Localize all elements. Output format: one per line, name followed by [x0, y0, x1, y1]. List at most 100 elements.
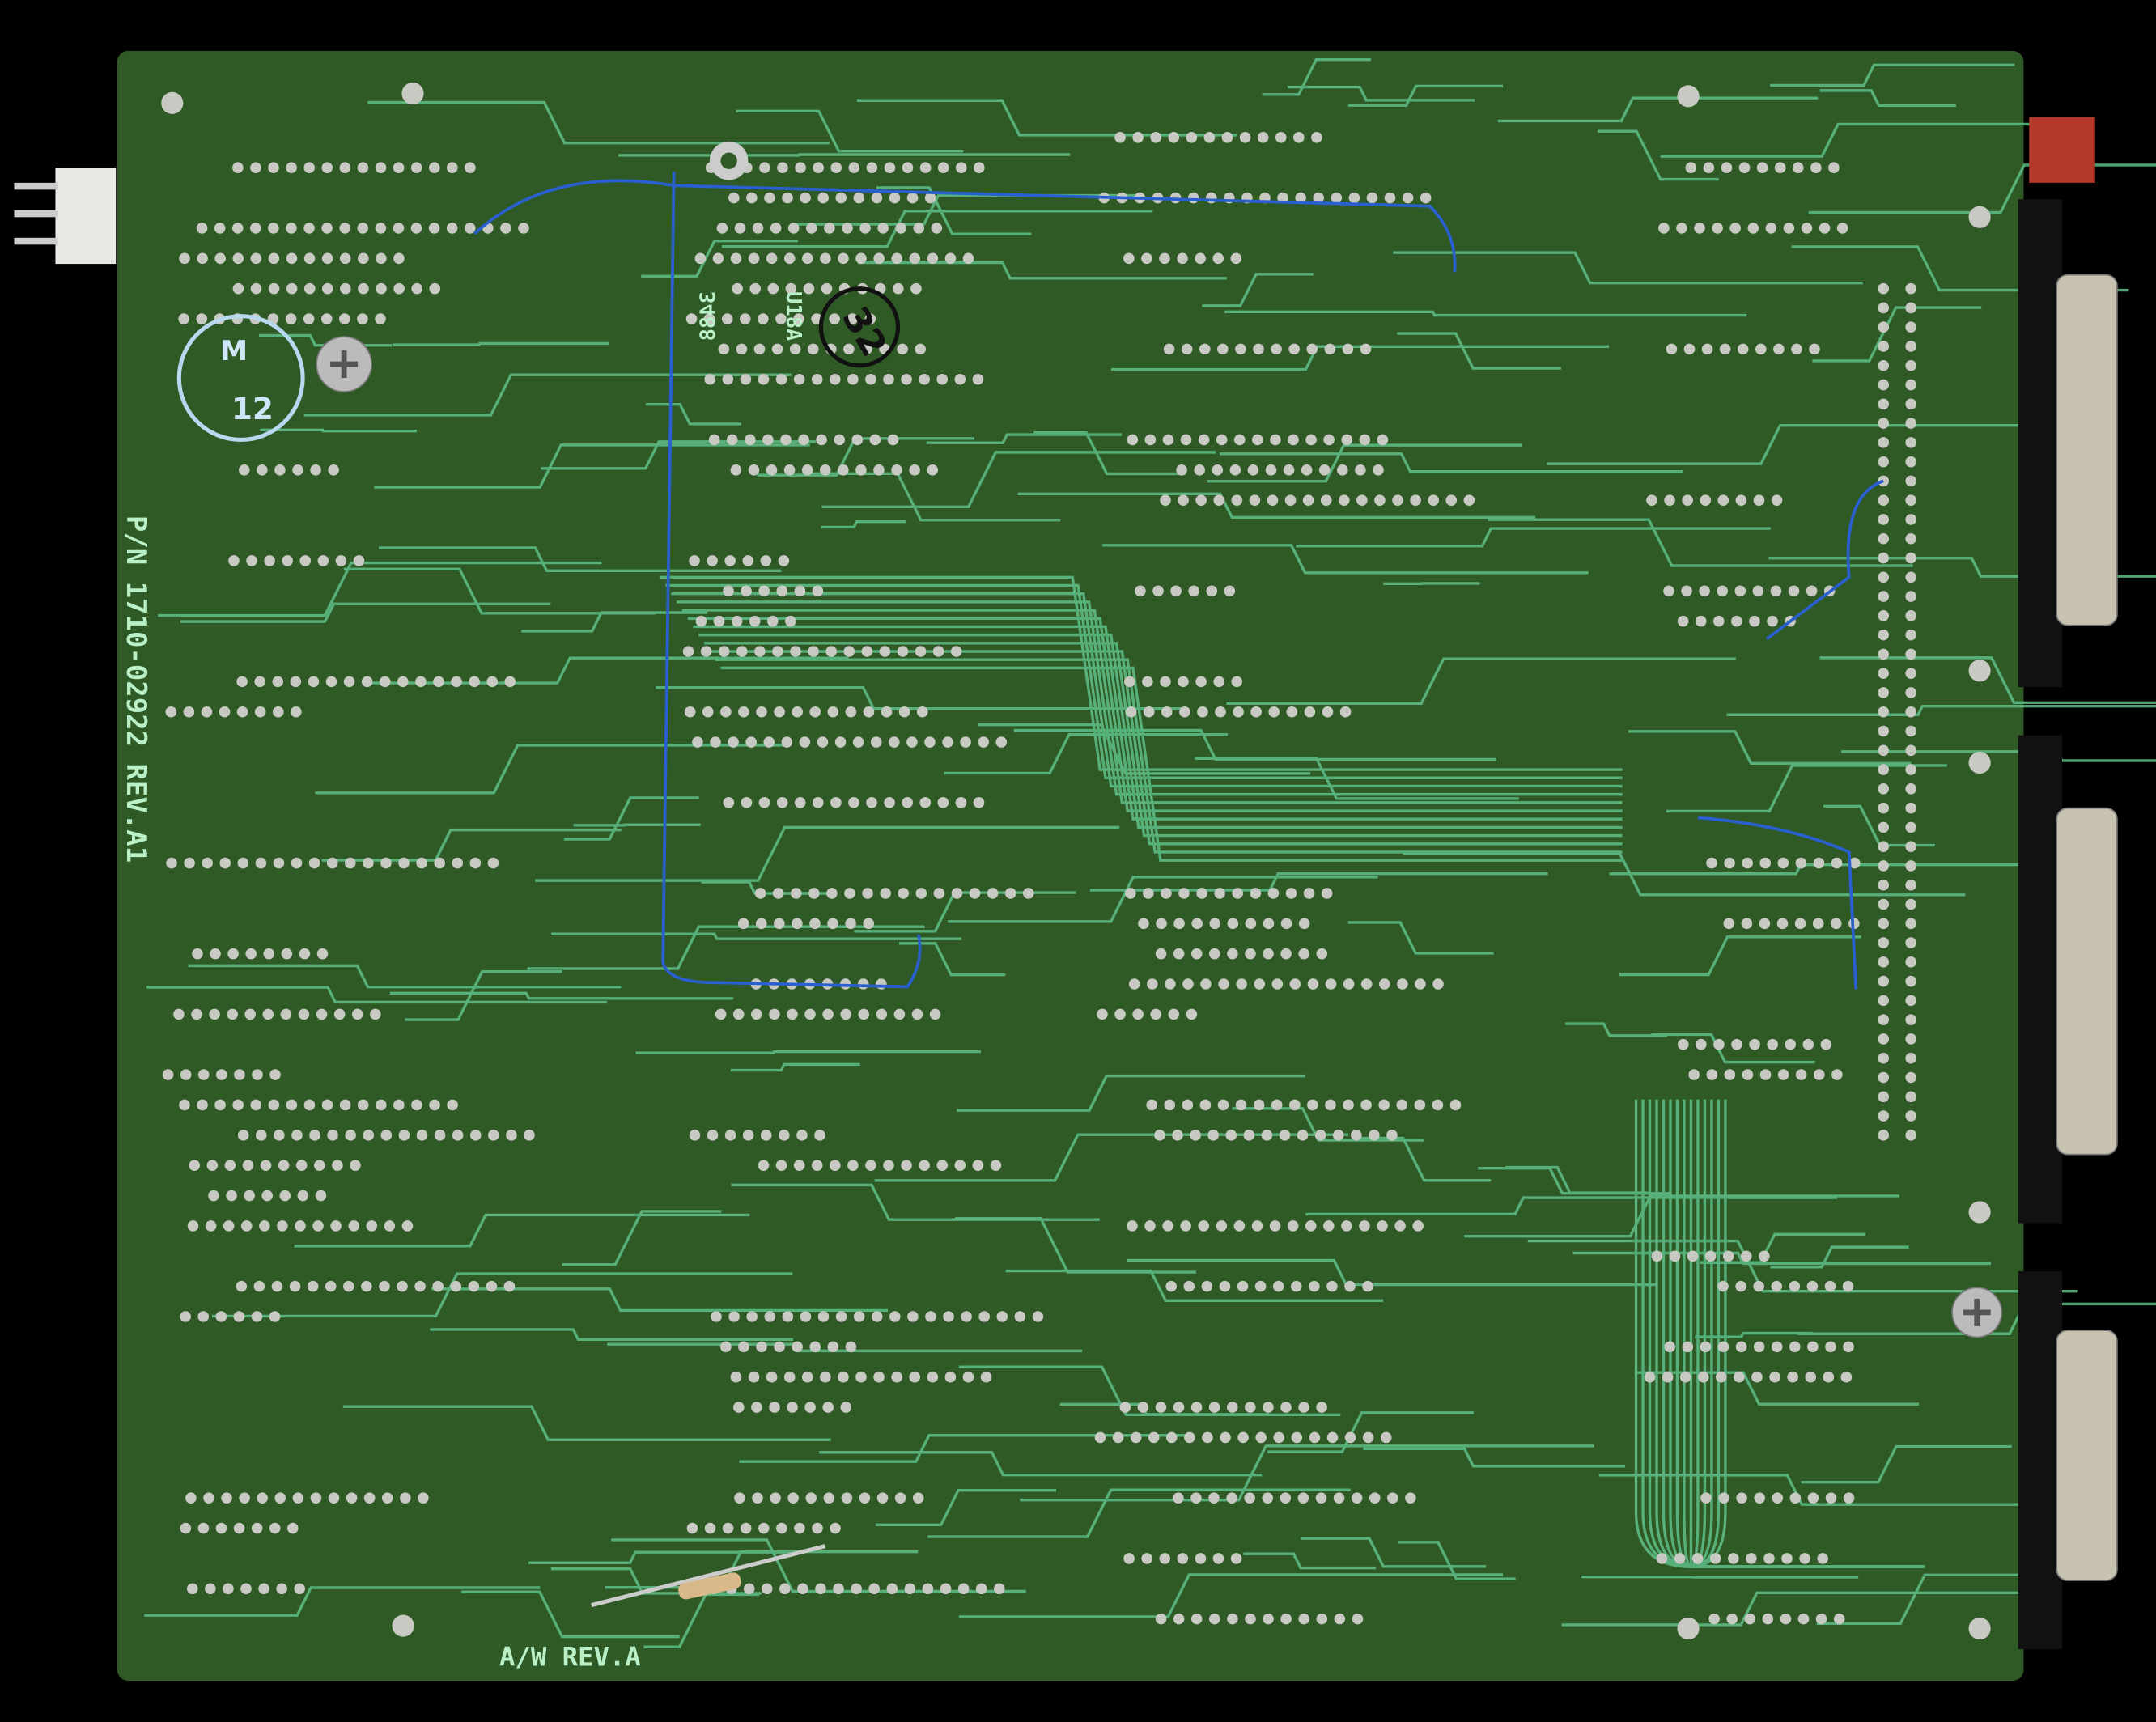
solder-pad [1209, 1613, 1220, 1625]
solder-pad [902, 162, 914, 173]
solder-pad [783, 1371, 796, 1383]
solder-pad [754, 646, 766, 657]
solder-pad [343, 676, 355, 688]
solder-pad [1342, 343, 1354, 355]
solder-pad [780, 434, 792, 446]
solder-pad [1765, 223, 1777, 234]
solder-pad [246, 555, 257, 566]
solder-pad [1905, 744, 1916, 757]
solder-pad [1338, 494, 1350, 506]
solder-pad [1270, 434, 1281, 446]
trace [948, 876, 1378, 923]
solder-pad [1263, 948, 1274, 960]
solder-pad [1332, 1130, 1344, 1141]
solder-pad [770, 1492, 781, 1504]
solder-pad [1905, 975, 1916, 987]
solder-pad [468, 1280, 480, 1292]
solder-pad [303, 162, 315, 173]
solder-pad [1396, 1099, 1408, 1111]
trace [677, 600, 1623, 796]
solder-pad [845, 918, 856, 930]
solder-pad [844, 888, 855, 899]
solder-pad [380, 857, 392, 869]
solder-pad [363, 1492, 376, 1504]
solder-pad [712, 252, 724, 265]
solder-pad [1905, 629, 1916, 641]
solder-pad [827, 918, 838, 930]
solder-pad [937, 797, 949, 808]
solder-pad [1247, 464, 1259, 476]
solder-pad [1776, 918, 1789, 930]
solder-pad [1231, 676, 1243, 688]
solder-pad [1428, 494, 1439, 506]
solder-pad [1250, 706, 1262, 718]
solder-pad [469, 857, 482, 869]
solder-pad [1787, 1371, 1798, 1383]
solder-pad [1695, 615, 1707, 627]
solder-pad [307, 1280, 319, 1292]
solder-pad [1378, 1099, 1390, 1111]
solder-pad [197, 1069, 210, 1080]
solder-pad [866, 162, 878, 173]
solder-pad [179, 1099, 190, 1111]
solder-pad [1905, 552, 1916, 564]
solder-pad [1307, 978, 1319, 990]
solder-pad [858, 1008, 870, 1020]
solder-pad [1691, 1553, 1704, 1564]
solder-pad [236, 676, 248, 688]
solder-pad [1324, 343, 1336, 355]
solder-pad [990, 1160, 1002, 1171]
solder-pad [766, 1371, 778, 1383]
component-ref-label: U18A [781, 291, 805, 341]
solder-pad [310, 464, 321, 476]
trace [681, 609, 1623, 804]
solder-pad [1226, 1492, 1237, 1504]
solder-pad [741, 797, 753, 808]
solder-pad [1233, 706, 1244, 718]
solder-pad [940, 1583, 952, 1595]
solder-pad [504, 676, 516, 688]
solder-pad [736, 646, 748, 657]
solder-pad [1744, 1613, 1756, 1625]
solder-pad [847, 373, 859, 385]
solder-pad [418, 1492, 429, 1504]
solder-pad [1384, 192, 1396, 204]
solder-pad [1280, 948, 1292, 960]
solder-pad [1968, 660, 1991, 682]
solder-pad [375, 1099, 387, 1111]
solder-pad [893, 1008, 906, 1020]
solder-pad [328, 464, 339, 476]
trace [1017, 492, 1536, 520]
solder-pad [1236, 978, 1247, 990]
solder-pad [1280, 1613, 1292, 1625]
solder-pad [1161, 888, 1172, 899]
solder-pad [919, 1160, 930, 1171]
solder-pad [1173, 1492, 1184, 1504]
solder-pad [221, 1492, 232, 1504]
solder-pad [1878, 648, 1890, 660]
solder-pad [1307, 1099, 1318, 1111]
solder-pad [310, 1492, 322, 1504]
solder-pad [1152, 585, 1164, 597]
solder-pad [775, 1160, 787, 1171]
solder-pad [848, 797, 859, 808]
solder-pad [303, 282, 316, 295]
solder-pad [1762, 1613, 1774, 1625]
resistor [591, 1544, 826, 1608]
solder-pad [366, 1220, 378, 1232]
solder-pad [1231, 494, 1243, 506]
solder-pad [357, 313, 368, 324]
solder-pad [1753, 1280, 1764, 1292]
solder-pad [291, 857, 303, 869]
solder-pad [1878, 668, 1890, 679]
solder-pad [944, 252, 957, 265]
solder-pad [1245, 948, 1256, 960]
solder-pad [344, 857, 356, 869]
solder-pad [823, 1492, 835, 1504]
solder-pad [792, 1341, 803, 1353]
solder-pad [303, 223, 315, 234]
solder-pad [1774, 162, 1786, 173]
solder-pad [1219, 1280, 1231, 1292]
solder-pad [1878, 1071, 1890, 1084]
solder-pad [1810, 162, 1822, 173]
